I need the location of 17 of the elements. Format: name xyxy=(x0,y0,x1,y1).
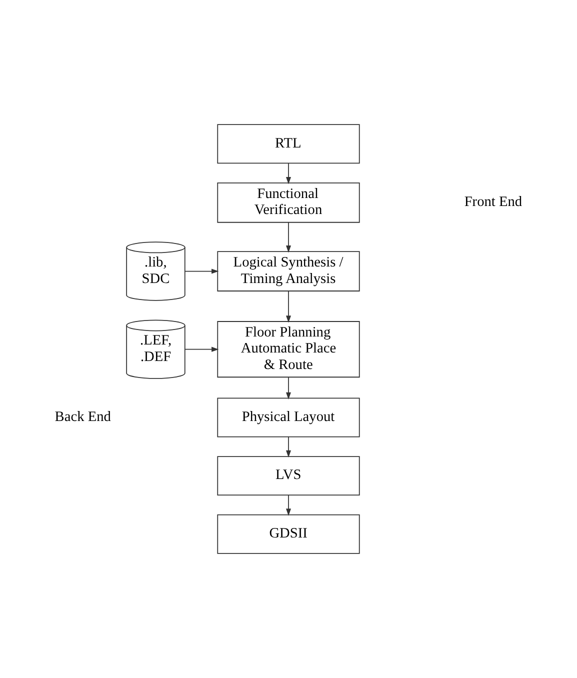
arrow xyxy=(286,290,292,323)
node-box: Floor Planning Automatic Place & Route xyxy=(217,321,360,378)
arrow xyxy=(286,376,292,400)
label: Back End xyxy=(54,408,111,425)
arrow xyxy=(286,222,292,253)
node-box: Physical Layout xyxy=(217,398,360,438)
arrow xyxy=(286,494,292,516)
arrow xyxy=(184,268,219,274)
node-box: Functional Verification xyxy=(217,182,360,223)
node-box: RTL xyxy=(217,124,360,164)
node-box: Logical Synthesis / Timing Analysis xyxy=(217,251,360,292)
arrow xyxy=(286,436,292,458)
arrow xyxy=(184,346,219,352)
node-box: GDSII xyxy=(217,514,360,554)
label: Front End xyxy=(464,194,522,210)
node-box: LVS xyxy=(217,456,360,496)
arrow xyxy=(286,162,292,184)
